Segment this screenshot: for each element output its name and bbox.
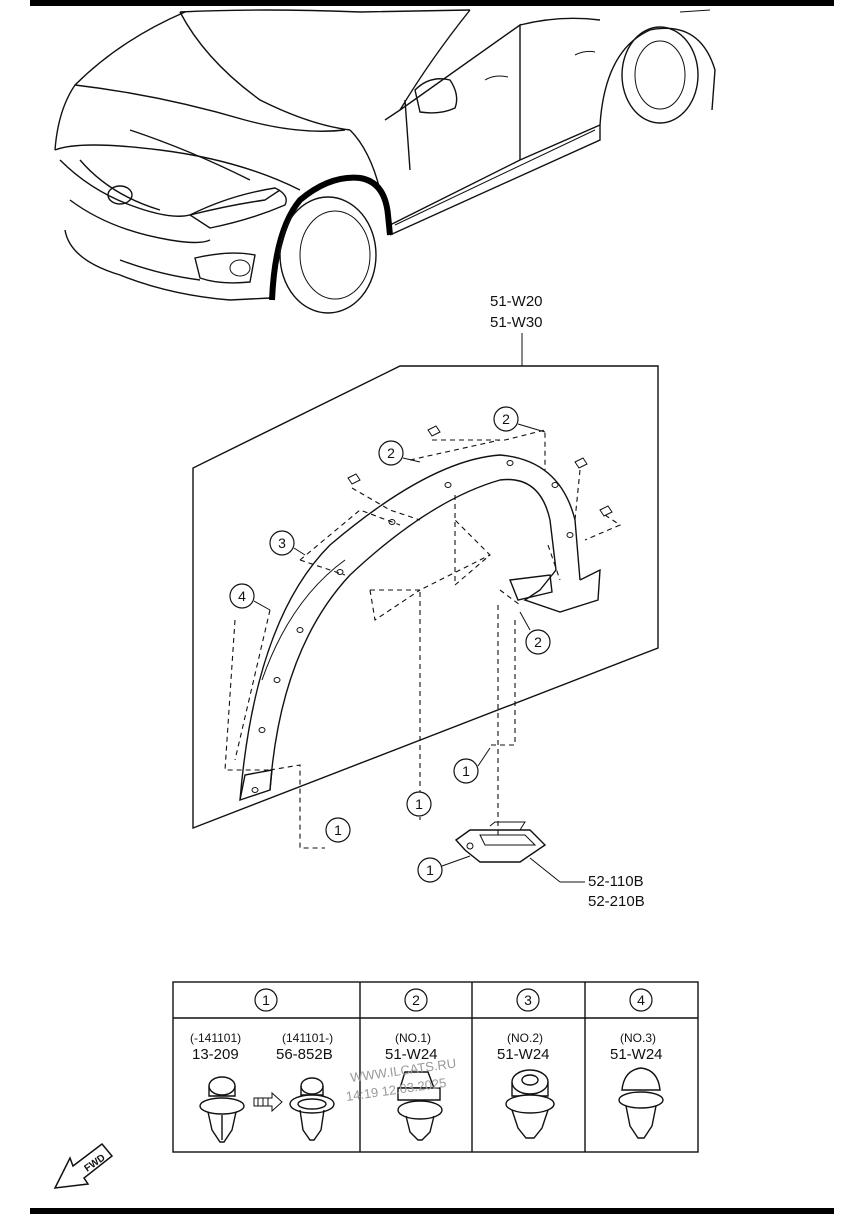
top-frame-bar bbox=[30, 0, 834, 6]
lower-bracket bbox=[454, 821, 547, 863]
clip4-note: (NO.3) bbox=[620, 1031, 656, 1045]
clip2-part: 51-W24 bbox=[385, 1046, 438, 1063]
exploded-view-frame bbox=[192, 365, 659, 830]
callout-2-lower: 2 bbox=[525, 629, 551, 655]
clip1-part-a: 13-209 bbox=[192, 1046, 239, 1063]
bottom-frame-bar bbox=[30, 1208, 834, 1214]
assembly-part-number-1: 51-W20 bbox=[490, 293, 543, 310]
svg-text:1: 1 bbox=[462, 763, 470, 779]
bracket-part-number-1: 52-110B bbox=[588, 873, 644, 890]
svg-text:2: 2 bbox=[502, 411, 510, 427]
svg-text:2: 2 bbox=[412, 992, 420, 1008]
clip-no1-drawing bbox=[397, 1071, 443, 1141]
clip3-part: 51-W24 bbox=[497, 1046, 550, 1063]
table-header-4: 4 bbox=[629, 988, 653, 1012]
clip-no3-drawing bbox=[618, 1067, 664, 1139]
fwd-direction-icon: FWD bbox=[53, 1142, 114, 1189]
svg-text:3: 3 bbox=[278, 535, 286, 551]
callout-1-b: 1 bbox=[406, 791, 432, 817]
svg-text:2: 2 bbox=[387, 445, 395, 461]
table-header-1: 1 bbox=[254, 988, 278, 1012]
table-header-2: 2 bbox=[404, 988, 428, 1012]
fastener-table: 1 2 3 4 (-141101) 13-209 (141101-) 56-85… bbox=[172, 981, 699, 1153]
svg-text:4: 4 bbox=[637, 992, 645, 1008]
clip3-note: (NO.2) bbox=[507, 1031, 543, 1045]
clip1-part-b: 56-852B bbox=[276, 1046, 333, 1063]
callout-4: 4 bbox=[229, 583, 255, 609]
svg-text:1: 1 bbox=[426, 862, 434, 878]
svg-text:4: 4 bbox=[238, 588, 246, 604]
leader-lines bbox=[224, 429, 622, 849]
vehicle-illustration bbox=[54, 9, 716, 314]
bracket-part-number-2: 52-210B bbox=[588, 893, 645, 910]
clip-no2-drawing bbox=[505, 1069, 555, 1139]
callout-2-mid: 2 bbox=[378, 440, 404, 466]
clip1-range-a: (-141101) bbox=[190, 1031, 241, 1045]
clip-13-209-drawing bbox=[199, 1076, 245, 1143]
callout-2-top: 2 bbox=[493, 406, 519, 432]
table-header-3: 3 bbox=[516, 988, 540, 1012]
wheel-arch-moulding bbox=[239, 425, 613, 802]
callout-1-c: 1 bbox=[325, 817, 351, 843]
clip4-part: 51-W24 bbox=[610, 1046, 663, 1063]
callout-1-d: 1 bbox=[417, 857, 443, 883]
clip2-note: (NO.1) bbox=[395, 1031, 431, 1045]
assembly-part-number-2: 51-W30 bbox=[490, 314, 543, 331]
svg-text:1: 1 bbox=[262, 992, 270, 1008]
svg-text:1: 1 bbox=[334, 822, 342, 838]
callout-3: 3 bbox=[269, 530, 295, 556]
clip1-range-b: (141101-) bbox=[282, 1031, 333, 1045]
superseded-arrow-icon bbox=[253, 1091, 283, 1113]
clip-56-852B-drawing bbox=[289, 1077, 335, 1141]
svg-text:1: 1 bbox=[415, 796, 423, 812]
svg-text:3: 3 bbox=[524, 992, 532, 1008]
svg-text:2: 2 bbox=[534, 634, 542, 650]
callout-1-a: 1 bbox=[453, 758, 479, 784]
